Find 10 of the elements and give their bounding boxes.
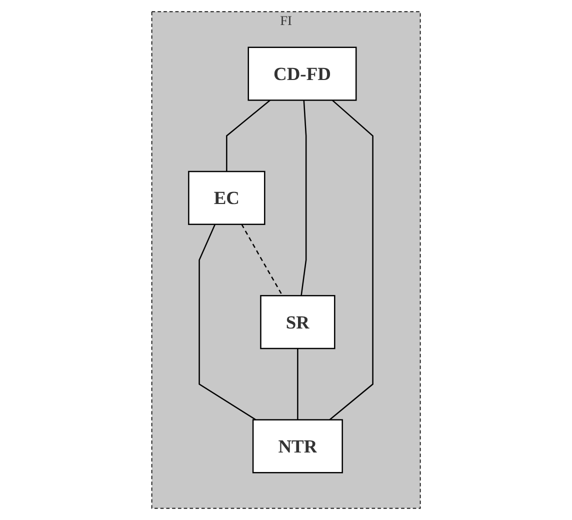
- node-box: CD-FD: [248, 46, 357, 101]
- connector: [300, 100, 307, 296]
- node-box: EC: [188, 170, 266, 225]
- node-box: SR: [260, 295, 336, 350]
- node-box: NTR: [252, 419, 343, 474]
- connector: [297, 348, 298, 420]
- connector: [329, 100, 374, 420]
- connector: [198, 224, 256, 420]
- connector: [241, 224, 283, 296]
- connector: [226, 100, 270, 172]
